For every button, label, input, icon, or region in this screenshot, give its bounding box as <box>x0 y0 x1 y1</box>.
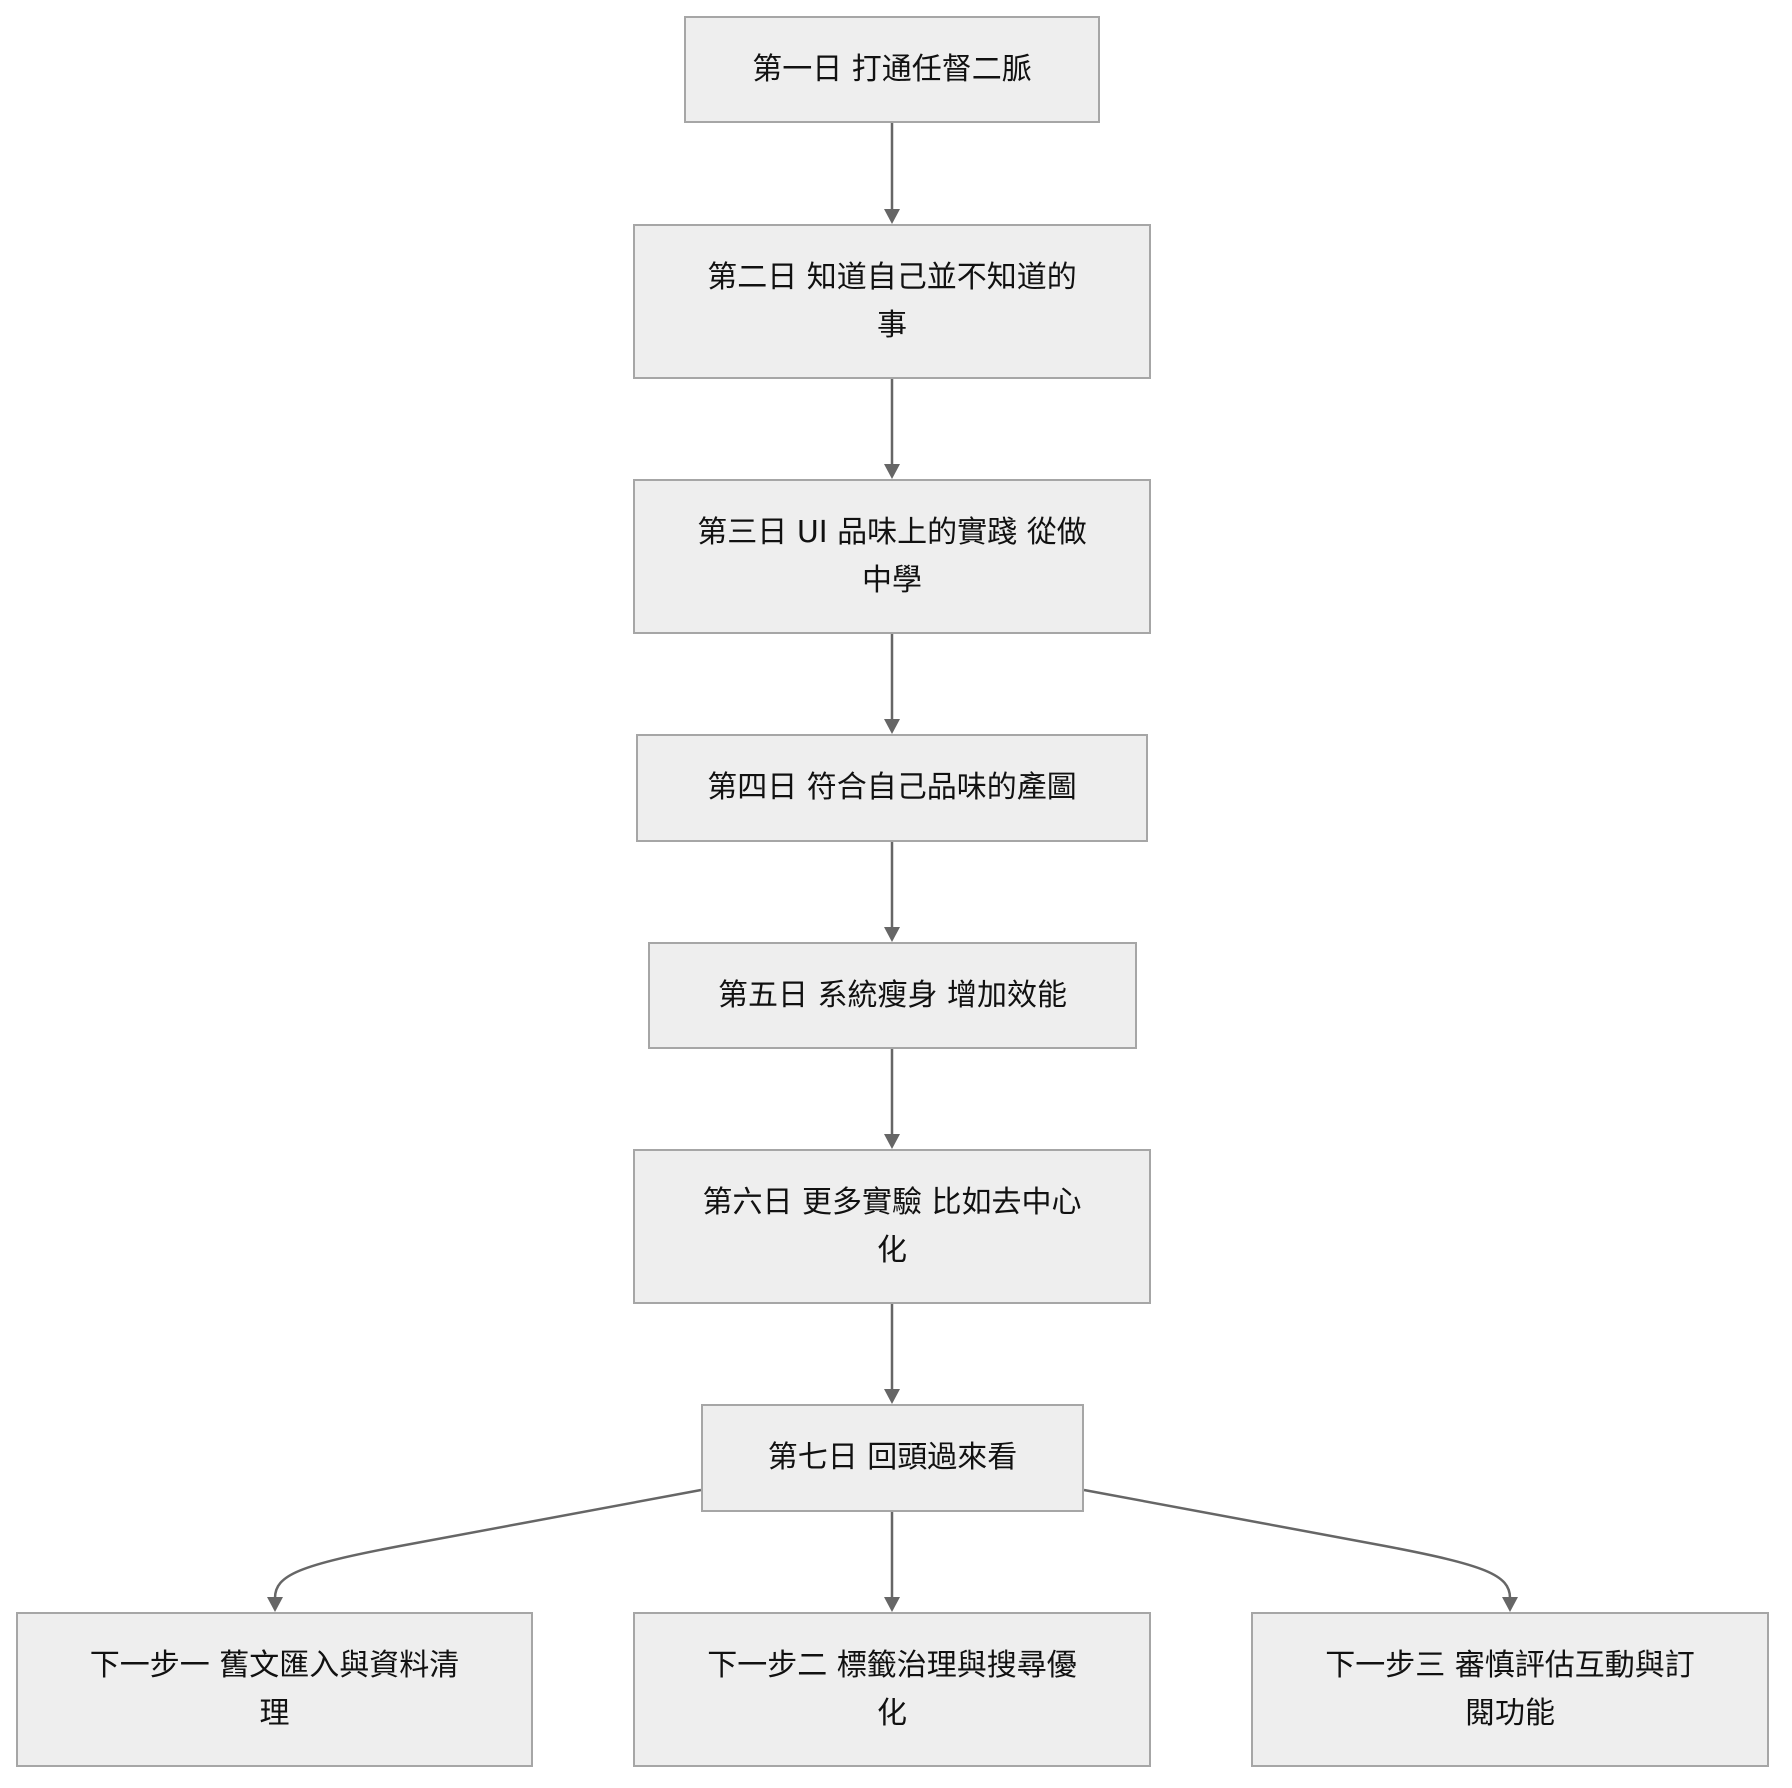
arrowhead-icon <box>267 1597 283 1612</box>
arrowhead-icon <box>884 209 900 224</box>
edge-day7-next1 <box>273 1488 702 1599</box>
node-day7[interactable]: 第七日 回頭過來看 <box>701 1404 1084 1512</box>
arrowhead-icon <box>884 927 900 942</box>
node-day5[interactable]: 第五日 系統瘦身 增加效能 <box>648 942 1137 1049</box>
node-day6[interactable]: 第六日 更多實驗 比如去中心化 <box>633 1149 1151 1304</box>
node-label: 下一步三 審慎評估互動與訂閱功能 <box>1325 1647 1695 1731</box>
node-next2[interactable]: 下一步二 標籤治理與搜尋優化 <box>633 1612 1151 1767</box>
node-label: 第三日 UI 品味上的實踐 從做中學 <box>697 514 1087 598</box>
edge-day7-next3 <box>1083 1488 1512 1599</box>
node-label: 下一步一 舊文匯入與資料清理 <box>89 1647 460 1731</box>
node-day2[interactable]: 第二日 知道自己並不知道的事 <box>633 224 1151 379</box>
node-label: 第四日 符合自己品味的產圖 <box>707 770 1077 805</box>
arrowhead-icon <box>1502 1597 1518 1612</box>
arrowhead-icon <box>884 1134 900 1149</box>
node-day1[interactable]: 第一日 打通任督二脈 <box>684 16 1100 123</box>
node-label: 第六日 更多實驗 比如去中心化 <box>702 1184 1082 1268</box>
node-label: 第五日 系統瘦身 增加效能 <box>717 977 1068 1013</box>
node-next3[interactable]: 下一步三 審慎評估互動與訂閱功能 <box>1251 1612 1769 1767</box>
arrowhead-icon <box>884 719 900 734</box>
node-label: 第一日 打通任督二脈 <box>752 51 1032 87</box>
node-day3[interactable]: 第三日 UI 品味上的實踐 從做中學 <box>633 479 1151 634</box>
node-label: 第七日 回頭過來看 <box>767 1440 1018 1475</box>
arrowhead-icon <box>884 1597 900 1612</box>
arrowhead-icon <box>884 1389 900 1404</box>
arrowhead-icon <box>884 464 900 479</box>
node-next1[interactable]: 下一步一 舊文匯入與資料清理 <box>16 1612 533 1767</box>
node-day4[interactable]: 第四日 符合自己品味的產圖 <box>636 734 1148 842</box>
node-label: 第二日 知道自己並不知道的事 <box>707 259 1077 343</box>
node-label: 下一步二 標籤治理與搜尋優化 <box>707 1647 1077 1731</box>
